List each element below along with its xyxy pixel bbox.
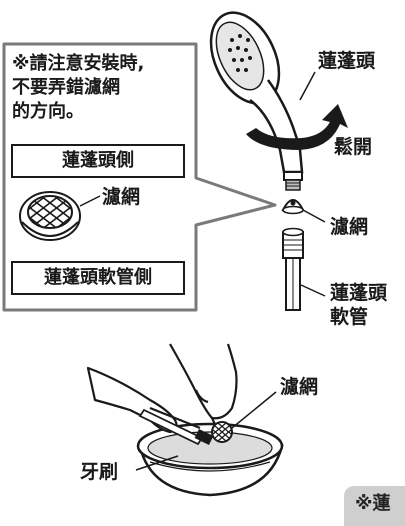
toothbrush-label: 牙刷 bbox=[80, 461, 119, 483]
loosen-arrow bbox=[246, 104, 348, 150]
filter-wash-label: 濾網 bbox=[280, 376, 319, 398]
hose-label-line-1: 蓮蓬頭 bbox=[330, 282, 388, 304]
loosen-label: 鬆開 bbox=[334, 136, 373, 158]
callout-filter-label: 濾網 bbox=[102, 186, 141, 208]
filter-label: 濾網 bbox=[330, 216, 369, 238]
hose-illustration bbox=[282, 227, 304, 311]
hose-side-label: 蓮蓬頭軟管側 bbox=[44, 267, 152, 288]
filter-part bbox=[281, 199, 305, 215]
hose-label-line-2: 軟管 bbox=[330, 306, 369, 328]
hose-side-box bbox=[11, 261, 185, 295]
filter-in-hand bbox=[211, 421, 233, 443]
note-line-2: 不要弄錯濾網 bbox=[12, 77, 120, 98]
shower-head-side-box bbox=[11, 144, 185, 178]
filter-mesh-illustration bbox=[19, 191, 81, 241]
note-line-1: ※請注意安裝時, bbox=[12, 53, 145, 74]
shower-head-label: 蓮蓬頭 bbox=[318, 50, 376, 72]
installation-note: ※請注意安裝時, 不要弄錯濾網 的方向。 bbox=[12, 52, 144, 124]
diagram-artwork bbox=[2, 11, 348, 497]
toothbrush-illustration bbox=[138, 408, 214, 446]
corner-tab-text: ※蓮 bbox=[355, 493, 391, 514]
shower-head-illustration bbox=[209, 11, 304, 191]
note-line-3: 的方向。 bbox=[12, 101, 84, 122]
shower-head-side-label: 蓮蓬頭側 bbox=[62, 150, 134, 171]
